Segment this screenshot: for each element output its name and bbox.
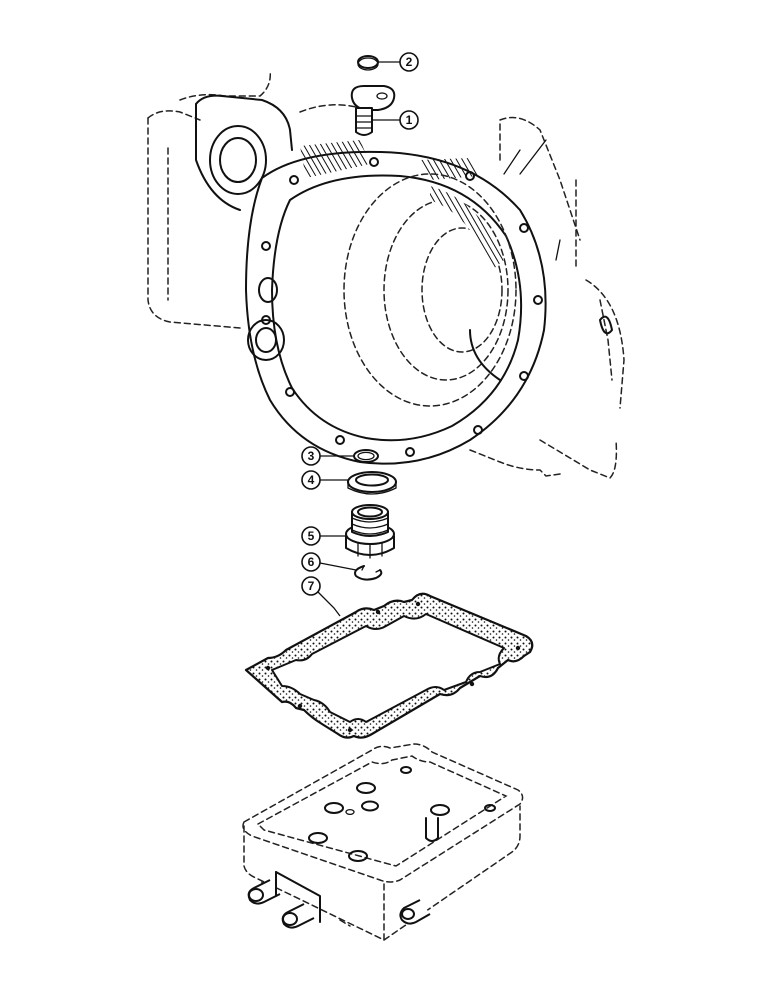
callout-4: 4 bbox=[301, 470, 348, 490]
valve-body bbox=[242, 743, 524, 942]
callout-label-6: 6 bbox=[308, 555, 315, 569]
flange-bolt-holes bbox=[261, 157, 543, 457]
callout-label-1: 1 bbox=[406, 113, 413, 127]
callout-label-2: 2 bbox=[406, 55, 413, 69]
part-3-o-ring bbox=[353, 449, 379, 463]
part-4-seal-ring bbox=[347, 471, 397, 495]
part-2-disc bbox=[357, 55, 379, 71]
part-1-fitting bbox=[350, 85, 396, 136]
callout-3: 3 bbox=[301, 446, 354, 466]
part-5-hex-adapter bbox=[345, 504, 395, 559]
callout-2: 2 bbox=[378, 52, 419, 72]
callout-label-7: 7 bbox=[308, 579, 315, 593]
part-6-snap-ring bbox=[354, 565, 383, 581]
callout-5: 5 bbox=[301, 526, 346, 546]
callout-1: 1 bbox=[372, 110, 419, 130]
callout-label-4: 4 bbox=[308, 473, 315, 487]
callout-label-5: 5 bbox=[308, 529, 315, 543]
callout-label-3: 3 bbox=[308, 449, 315, 463]
callout-7: 7 bbox=[301, 576, 341, 617]
transmission-housing bbox=[147, 69, 625, 479]
callout-6: 6 bbox=[301, 552, 357, 572]
part-7-gasket bbox=[244, 592, 534, 739]
